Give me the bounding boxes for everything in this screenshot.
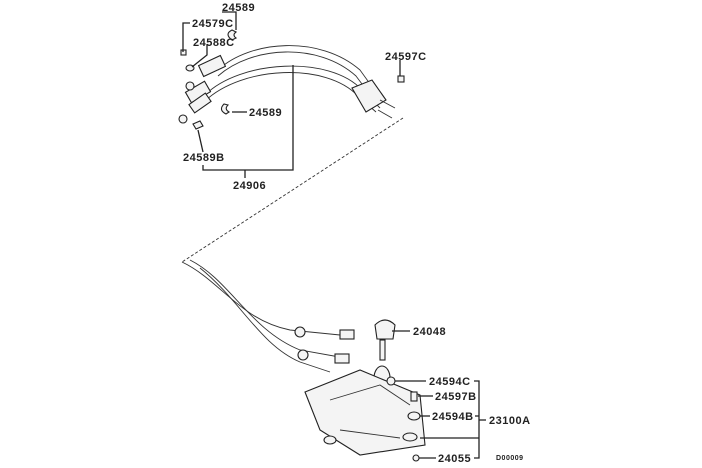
label-24594C[interactable]: 24594C: [429, 376, 471, 388]
label-24597C[interactable]: 24597C: [385, 51, 427, 63]
clip-24589-mid: [220, 103, 231, 115]
drawing-code: D00009: [496, 455, 524, 462]
label-24579C[interactable]: 24579C: [192, 18, 234, 30]
nut-24055: [412, 454, 420, 462]
bushing-24594B: [407, 411, 421, 421]
label-24594B[interactable]: 24594B: [432, 411, 474, 423]
label-24048[interactable]: 24048: [413, 326, 446, 338]
bolt-24597C: [397, 75, 405, 83]
label-24597B[interactable]: 24597B: [435, 391, 477, 403]
clip-24589B: [192, 120, 204, 130]
clip-24589-top: [227, 29, 238, 41]
label-24588C[interactable]: 24588C: [193, 37, 235, 49]
bolt-24597B: [410, 391, 418, 402]
label-24055[interactable]: 24055: [438, 453, 471, 465]
label-24589B[interactable]: 24589B: [183, 152, 225, 164]
label-24589-mid[interactable]: 24589: [249, 107, 282, 119]
label-24906[interactable]: 24906: [233, 180, 266, 192]
label-23100A[interactable]: 23100A: [489, 415, 531, 427]
shift-cable-assembly[interactable]: [178, 45, 396, 124]
shift-knob-24048: [374, 319, 396, 340]
bushing-24594C: [386, 376, 396, 386]
label-24589-top[interactable]: 24589: [222, 2, 255, 14]
shift-lever-assembly[interactable]: [304, 319, 426, 456]
lower-cable-ends[interactable]: [181, 259, 355, 373]
